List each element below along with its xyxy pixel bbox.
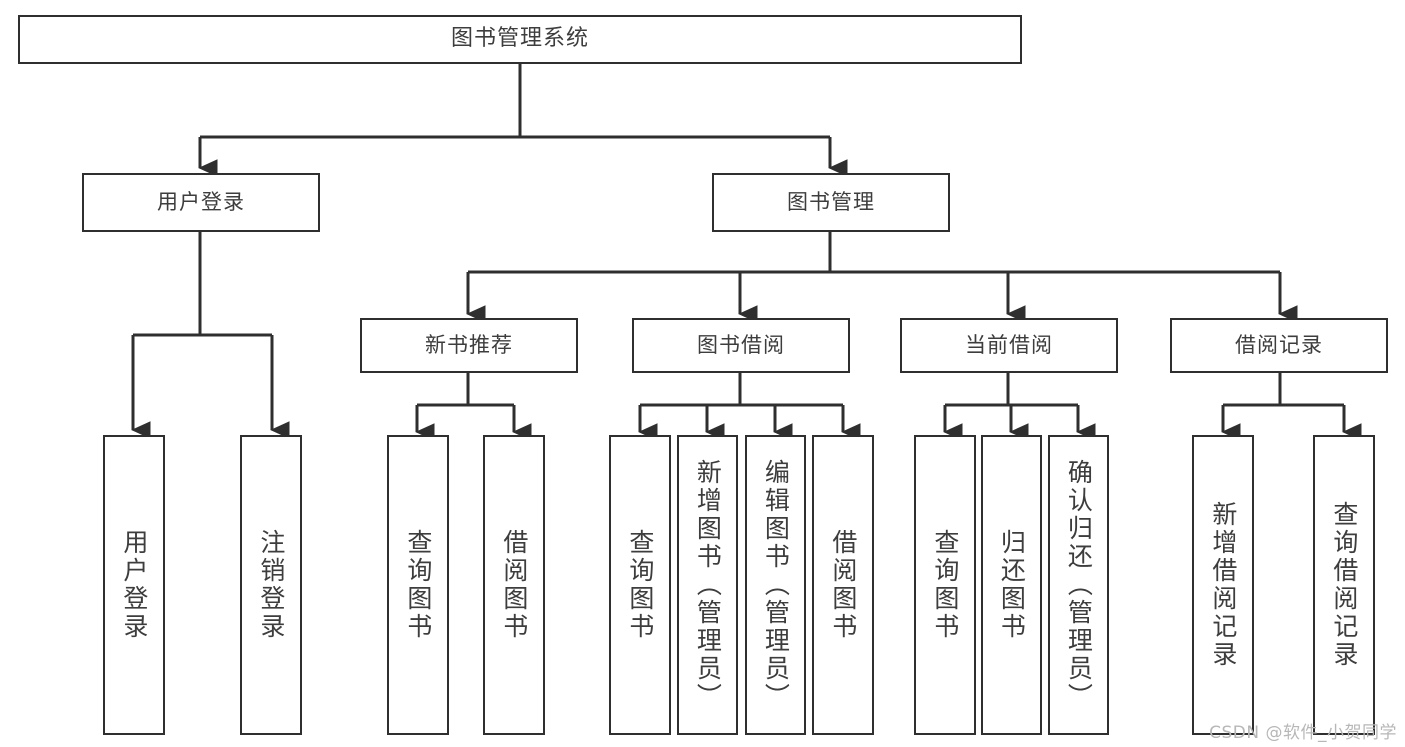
leaf-add-borrow-record[interactable]: 新增借阅记录 — [1192, 435, 1254, 735]
leaf-query-book-recommend[interactable]: 查询图书 — [387, 435, 449, 735]
node-borrow-record[interactable]: 借阅记录 — [1170, 318, 1388, 373]
leaf-borrow-book-recommend[interactable]: 借阅图书 — [483, 435, 545, 735]
node-new-book-recommend[interactable]: 新书推荐 — [360, 318, 578, 373]
leaf-user-login[interactable]: 用户登录 — [103, 435, 165, 735]
leaf-edit-book-admin[interactable]: 编辑图书（管理员） — [745, 435, 806, 735]
node-book-borrow[interactable]: 图书借阅 — [632, 318, 850, 373]
leaf-query-book-current[interactable]: 查询图书 — [914, 435, 976, 735]
leaf-return-book[interactable]: 归还图书 — [981, 435, 1042, 735]
csdn-watermark: CSDN @软件_小贺同学 — [1209, 723, 1397, 743]
node-user-login[interactable]: 用户登录 — [82, 173, 320, 232]
node-book-manage[interactable]: 图书管理 — [712, 173, 950, 232]
leaf-add-book-admin[interactable]: 新增图书（管理员） — [677, 435, 738, 735]
node-root-book-management-system[interactable]: 图书管理系统 — [18, 15, 1022, 64]
leaf-confirm-return-admin[interactable]: 确认归还（管理员） — [1048, 435, 1109, 735]
node-current-borrow[interactable]: 当前借阅 — [900, 318, 1118, 373]
leaf-borrow-book-borrow[interactable]: 借阅图书 — [812, 435, 874, 735]
leaf-user-logout[interactable]: 注销登录 — [240, 435, 302, 735]
leaf-query-borrow-record[interactable]: 查询借阅记录 — [1313, 435, 1375, 735]
leaf-query-book-borrow[interactable]: 查询图书 — [609, 435, 671, 735]
